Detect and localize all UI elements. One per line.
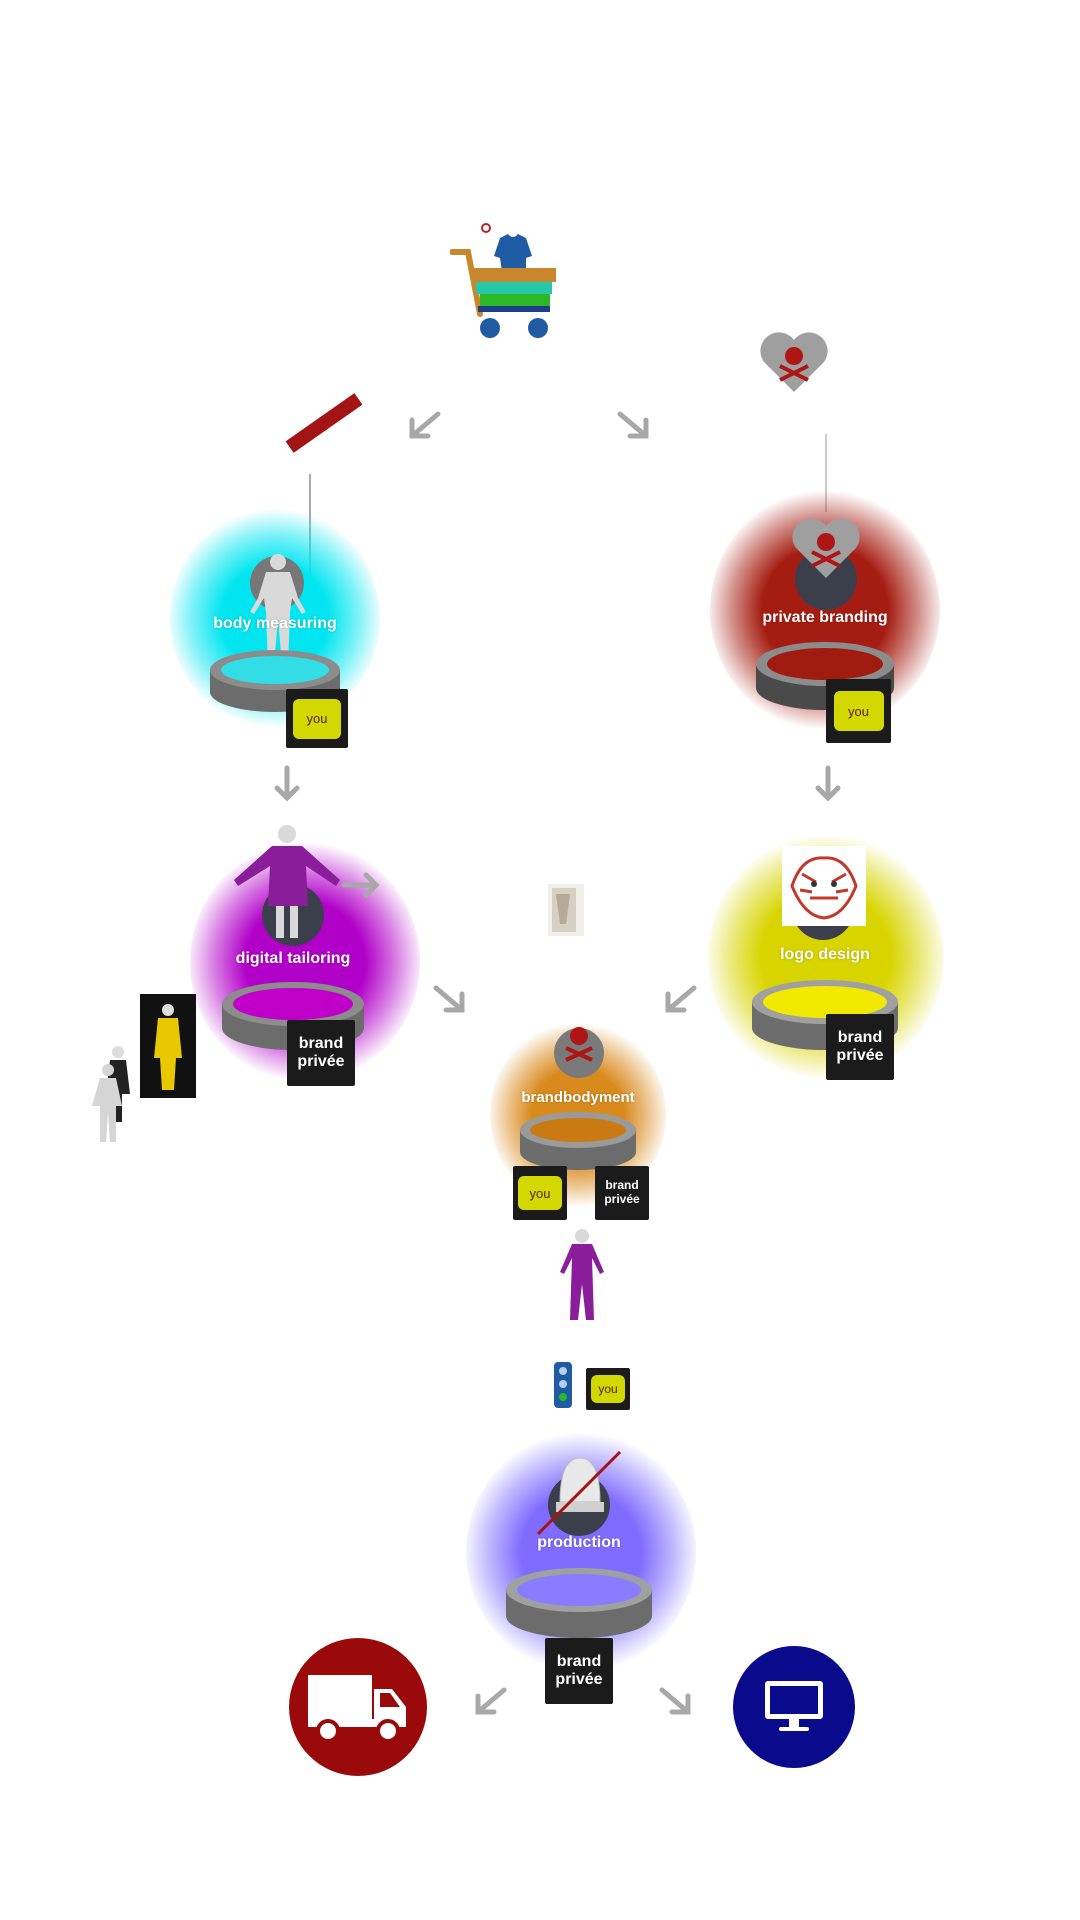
heart-skull-icon (760, 332, 828, 392)
you-badge: you (586, 1368, 630, 1410)
you-badge: you (826, 679, 891, 743)
avatar-purple-suit (560, 1229, 604, 1320)
monitor-icon (765, 1681, 823, 1731)
arrow-down-left (475, 1687, 507, 1715)
brand-privee-badge: brand privée (545, 1638, 613, 1704)
connector-line-heart (825, 434, 827, 512)
stage-platform (210, 650, 340, 712)
shopping-cart-puzzle-icon (450, 223, 556, 338)
stage-title: brandbodyment (521, 1089, 635, 1106)
arrow-down (815, 765, 841, 802)
arrow-down-right (433, 985, 465, 1013)
tiger-logo-image (782, 846, 866, 926)
you-badge: you (286, 689, 348, 748)
thimble-needle-icon (536, 1450, 622, 1536)
arrow-down-right (659, 1687, 691, 1715)
stage-title: private branding (762, 609, 888, 626)
avatar-figure (234, 825, 340, 938)
delivery-truck-icon (308, 1675, 406, 1743)
stage-title: production (537, 1534, 621, 1551)
online-button[interactable] (733, 1646, 855, 1768)
arrow-down-right (617, 411, 649, 439)
stage-platform (520, 1112, 636, 1170)
stage-platform (506, 1568, 652, 1638)
heart-skull-icon (792, 518, 860, 578)
arrow-down (274, 765, 300, 802)
pattern-thumbnail (548, 884, 584, 936)
stage-title: logo design (780, 946, 870, 963)
brand-privee-badge: brand privée (826, 1014, 894, 1080)
traffic-light-icon (554, 1362, 572, 1408)
stage-title: digital tailoring (235, 950, 351, 967)
ruler-icon (285, 393, 363, 453)
you-badge: you (513, 1166, 567, 1220)
stage-title: body measuring (213, 615, 337, 632)
skull-crossbones-icon (565, 1027, 593, 1062)
avatar-figure (250, 554, 306, 666)
body-scan-figures (92, 994, 196, 1142)
arrow-down-left (409, 411, 441, 439)
brand-privee-badge: brand privée (595, 1166, 649, 1220)
delivery-button[interactable] (289, 1638, 427, 1776)
arrow-right (341, 872, 380, 898)
arrow-down-left (665, 985, 697, 1013)
brand-privee-badge: brand privée (287, 1020, 355, 1086)
